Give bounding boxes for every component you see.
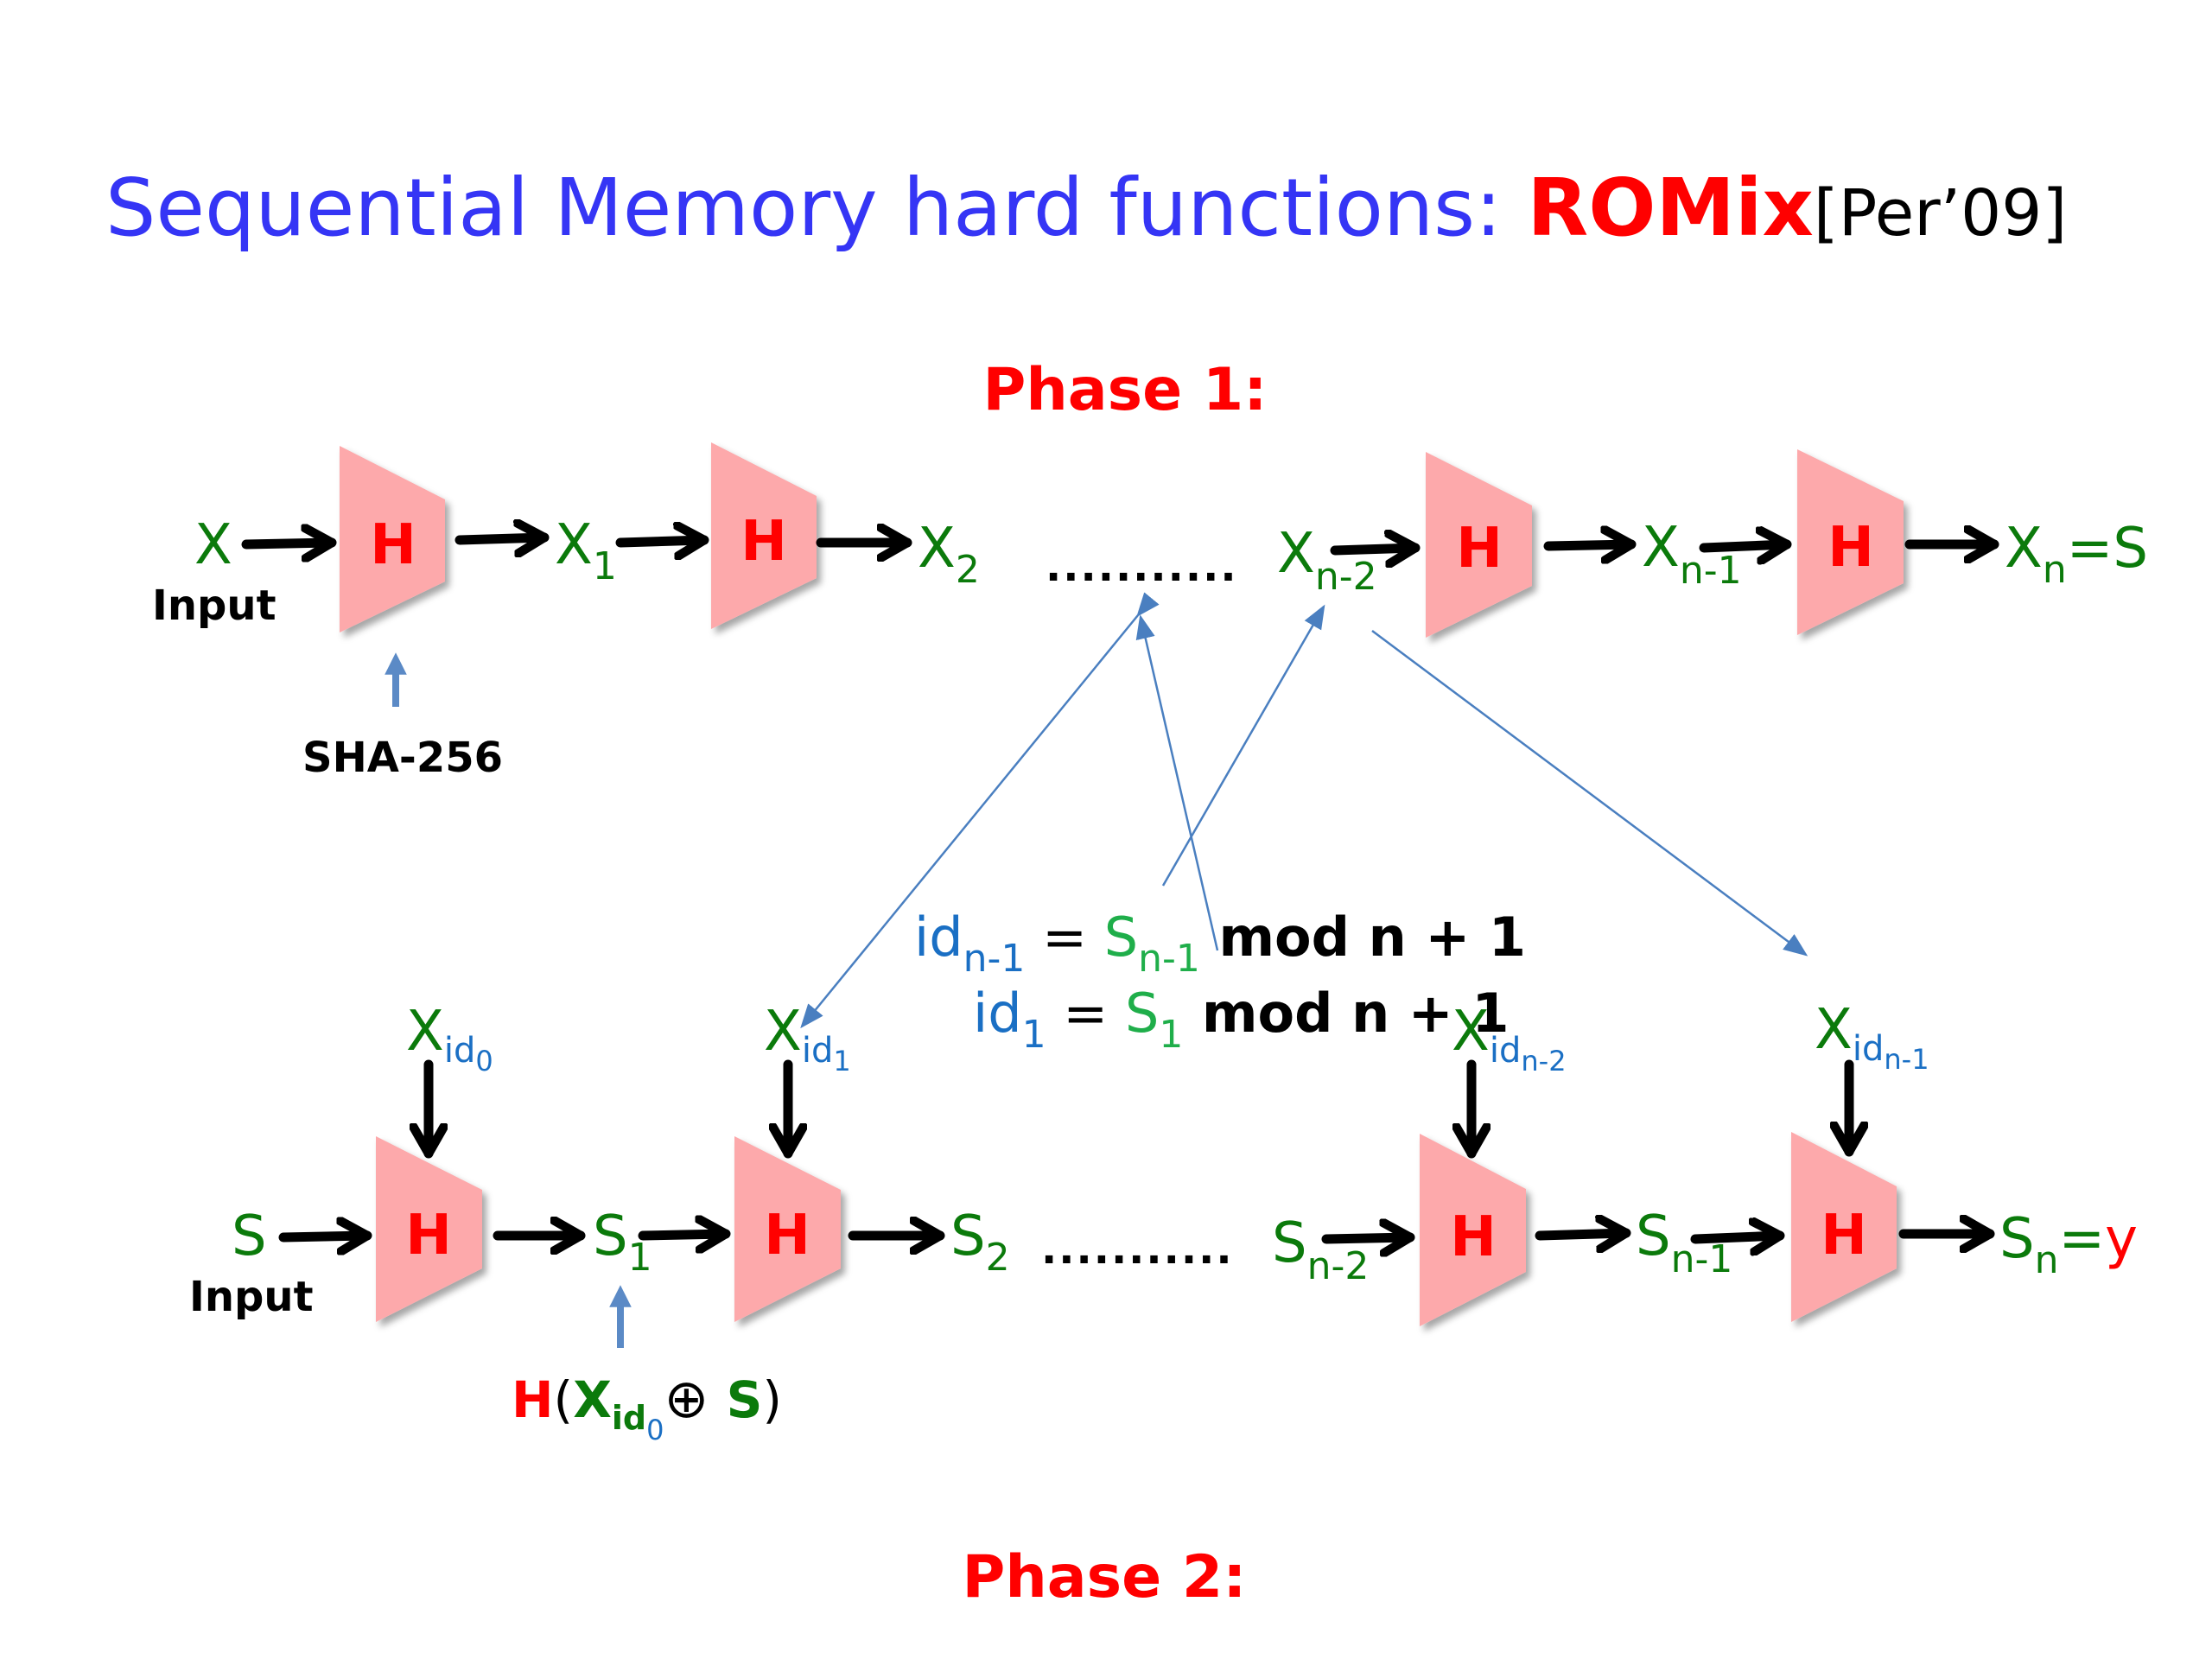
trapezoid-shape bbox=[376, 1136, 482, 1322]
trapezoid-shape bbox=[340, 446, 445, 632]
hash-box-label: H bbox=[370, 513, 416, 577]
hash-box-label: H bbox=[764, 1204, 810, 1268]
phase1-output: X1 bbox=[555, 513, 617, 588]
phase2-output: S1 bbox=[593, 1205, 652, 1280]
arrow-right-icon bbox=[1699, 544, 1792, 548]
phase2-lookup: Xidn-2 bbox=[1452, 1000, 1567, 1077]
phase2-input-label: Input bbox=[189, 1273, 314, 1321]
arrow-right-icon bbox=[1321, 1237, 1415, 1239]
hash-box: H bbox=[340, 446, 445, 632]
formula-line: idn-1 = Sn-1 mod n + 1 bbox=[914, 906, 1526, 981]
arrow-right-icon bbox=[615, 540, 709, 543]
arrow-right-icon bbox=[1330, 548, 1421, 550]
title-highlight: ROMix bbox=[1527, 162, 1813, 254]
phase2-chain: Xid0 Xid1 Xidn-2 Xidn-1 S Input H S1 H(X… bbox=[189, 998, 2138, 1446]
phase2-label: Phase 2: bbox=[963, 1543, 1247, 1611]
sha256-label: SHA-256 bbox=[302, 734, 503, 782]
phase1-input-var: X bbox=[194, 513, 232, 577]
hash-box: H bbox=[1420, 1134, 1526, 1326]
phase2-output: Sn-2 bbox=[1272, 1211, 1369, 1288]
pointer-line bbox=[1161, 604, 1325, 887]
trapezoid-shape bbox=[711, 442, 817, 629]
hash-box: H bbox=[1797, 449, 1904, 635]
phase2-lookup: Xid1 bbox=[764, 1000, 851, 1077]
formula-line: id1 = S1 mod n + 1 bbox=[973, 982, 1509, 1057]
arrow-right-icon bbox=[241, 543, 337, 544]
phase1-output: X2 bbox=[918, 517, 980, 592]
arrow-right-icon bbox=[454, 537, 550, 540]
phase2-step-note: H(Xid0⊕ S) bbox=[512, 1367, 782, 1446]
phase2-ellipsis: ........... bbox=[1041, 1225, 1234, 1274]
hash-box: H bbox=[711, 442, 817, 629]
phase1-input-label: Input bbox=[152, 582, 276, 630]
title-citation: [Per’09] bbox=[1814, 176, 2067, 251]
hash-box-label: H bbox=[1456, 517, 1503, 581]
phase2-output: Sn-1 bbox=[1636, 1205, 1732, 1281]
trapezoid-shape bbox=[1791, 1132, 1897, 1322]
trapezoid-shape bbox=[734, 1136, 841, 1322]
title-main: Sequential Memory hard functions: bbox=[105, 162, 1527, 254]
phase2-lookup: Xidn-1 bbox=[1815, 998, 1929, 1076]
phase1-output: Xn-1 bbox=[1642, 516, 1742, 593]
arrow-right-icon bbox=[1535, 1233, 1631, 1236]
hash-box-label: H bbox=[1450, 1205, 1497, 1269]
arrow-right-icon bbox=[1690, 1236, 1785, 1239]
pointer-line bbox=[1371, 629, 1808, 957]
phase2-final-output: Sn=y bbox=[1999, 1207, 2138, 1282]
hash-box: H bbox=[1791, 1132, 1897, 1322]
trapezoid-shape bbox=[1426, 452, 1532, 638]
phase2-input-var: S bbox=[232, 1205, 267, 1268]
slide-title: Sequential Memory hard functions: ROMix[… bbox=[105, 162, 2067, 254]
phase1-output: Xn-2 bbox=[1277, 522, 1377, 599]
phase1-label: Phase 1: bbox=[983, 356, 1268, 424]
hash-box: H bbox=[1426, 452, 1532, 638]
phase1-ellipsis: ........... bbox=[1046, 543, 1238, 591]
trapezoid-shape bbox=[1797, 449, 1904, 635]
hash-box: H bbox=[376, 1136, 482, 1322]
phase2-lookup: Xid0 bbox=[406, 1000, 493, 1077]
hash-box: H bbox=[734, 1136, 841, 1322]
phase1-final-output: Xn=S bbox=[2005, 517, 2148, 592]
arrow-right-icon bbox=[1543, 544, 1637, 546]
pointer-line bbox=[800, 592, 1160, 1029]
trapezoid-shape bbox=[1420, 1134, 1526, 1326]
arrow-right-icon bbox=[638, 1234, 731, 1236]
pointer-line bbox=[1135, 614, 1219, 951]
index-pointers bbox=[800, 592, 1808, 1029]
arrow-right-icon bbox=[278, 1236, 372, 1237]
hash-box-label: H bbox=[1821, 1204, 1867, 1268]
hash-box-label: H bbox=[405, 1204, 452, 1268]
hash-box-label: H bbox=[741, 510, 787, 574]
phase2-output: S2 bbox=[950, 1205, 1010, 1280]
hash-box-label: H bbox=[1827, 516, 1874, 580]
phase1-chain: X Input H SHA-256 X1 H X2 ........... Xn… bbox=[152, 442, 2148, 782]
